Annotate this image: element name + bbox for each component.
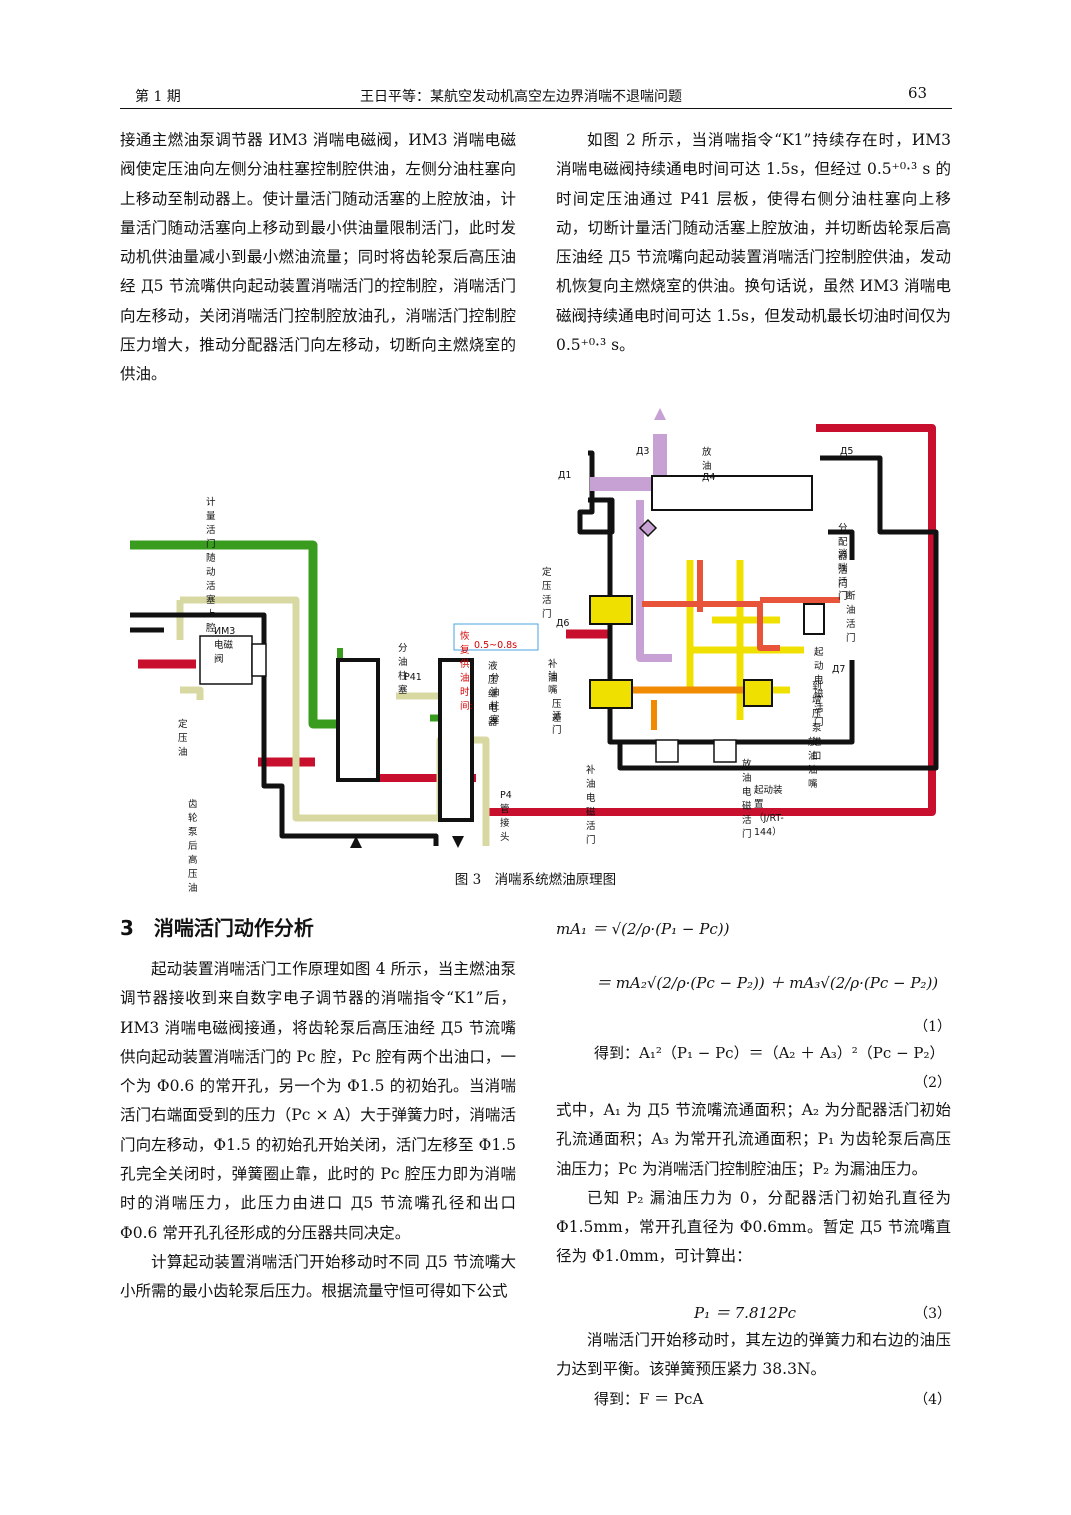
purple-line — [590, 434, 667, 491]
label-im3: ИМ3电磁阀 — [214, 626, 236, 665]
label-const-oil: 定压油 — [178, 719, 188, 758]
label-p41: P41 — [404, 672, 422, 683]
equation-1b: ＝ mA₂√(2/ρ·(Pc − P₂)) ＋ mA₃√(2/ρ·(Pc − P… — [596, 974, 939, 992]
label-p4: P4管接头 — [500, 790, 512, 843]
figure-caption: 图 3 消喘系统燃油原理图 — [454, 872, 617, 888]
equation-4: 得到：F ＝ PcA — [594, 1390, 704, 1408]
right-top-paragraph: 如图 2 所示，当消喘指令“K1”持续存在时，ИМ3 消喘电磁阀持续通电时间可达… — [556, 131, 951, 355]
right-column-end: 消喘活门开始移动时，其左边的弹簧力和右边的油压力达到平衡。该弹簧预压紧力 38.… — [556, 1326, 951, 1385]
left-bottom-paragraph-1: 起动装置消喘活门工作原理如图 4 所示，当主燃油泵调节器接收到来自数字电子调节器… — [120, 960, 516, 1242]
equation-3-number: （3） — [914, 1306, 951, 1322]
label-recover-value: 0.5~0.8s — [474, 640, 518, 651]
starter-housing — [577, 450, 939, 771]
label-recover-title: 恢复供油时间: — [460, 631, 473, 712]
label-hydraulic-relay-1: 液压继电器 — [488, 661, 498, 728]
label-d5: Д5 — [840, 446, 854, 457]
label-hydraulic-relay-2: 分油柱塞 — [490, 673, 500, 726]
right-paragraph-3: 消喘活门开始移动时，其左边的弹簧力和右边的油压力达到平衡。该弹簧预压紧力 38.… — [556, 1331, 951, 1379]
label-drain-d4: 放油Д4 — [702, 447, 716, 483]
label-cutoff-valve: 断油活门 — [846, 591, 856, 644]
left-column-top: 接通主燃油泵调节器 ИМ3 消喘电磁阀，ИМ3 消喘电磁阀使定压油向左侧分油柱塞… — [120, 126, 516, 390]
label-surge-valve: 消喘活门 — [838, 549, 848, 602]
label-d6: Д6 — [556, 618, 570, 629]
header-running-title: 王日平等：某航空发动机高空左边界消喘不退喘问题 — [360, 89, 682, 105]
label-supply-solenoid: 补油电磁活门 — [586, 765, 596, 846]
label-metering-upper: 计量活门随动活塞上腔 — [206, 497, 216, 634]
header-page-number: 63 — [908, 84, 928, 102]
section-title: 3 消喘活门动作分析 — [120, 916, 314, 940]
left-column-bottom: 起动装置消喘活门工作原理如图 4 所示，当主燃油泵调节器接收到来自数字电子调节器… — [120, 955, 516, 1307]
equation-1a: mA₁ ＝ √(2/ρ·(P₁ − Pc)) — [556, 920, 730, 938]
label-supply-nozzle-2: 油嘴 — [548, 671, 558, 696]
label-diff-valve-1: 压差 — [552, 699, 562, 724]
equation-2-number: （2） — [914, 1075, 951, 1091]
equation-4-number: （4） — [914, 1392, 951, 1408]
green-metering-line — [130, 540, 375, 729]
label-to-boost-pump: 到增压泵进口 — [812, 681, 822, 762]
label-gear-pump: 齿轮泵后高压油 — [188, 799, 198, 894]
equation-3: P₁ ＝ 7.812Pc — [694, 1304, 797, 1322]
label-diff-valve-2: 活门 — [552, 711, 562, 736]
right-paragraph-2: 已知 P₂ 漏油压力为 0，分配器活门初始孔直径为 Φ1.5mm，常开孔直径为 … — [556, 1188, 951, 1266]
label-starter: 起动装置（J/RT-144） — [754, 785, 784, 838]
label-drain-nozzle: 放油油嘴 — [808, 737, 818, 790]
label-distributor: 分配器活门 — [838, 523, 848, 590]
header-journal-issue: 第 1 期 — [135, 89, 181, 105]
label-d3: Д3 — [636, 446, 650, 457]
label-split-plunger: 分油柱塞 — [398, 643, 408, 696]
right-column-top: 如图 2 所示，当消喘指令“K1”持续存在时，ИМ3 消喘电磁阀持续通电时间可达… — [556, 126, 951, 360]
label-const-press-valve: 定压活门 — [542, 567, 552, 620]
equation-2: 得到：A₁²（P₁ − Pc）＝（A₂ ＋ A₃）²（Pc − P₂） — [594, 1044, 945, 1062]
label-start-elec-valve: 起动电磁活门 — [814, 647, 824, 728]
right-column-bottom: 式中，A₁ 为 Д5 节流嘴流通面积；A₂ 为分配器活门初始孔流通面积；A₃ 为… — [556, 1096, 951, 1272]
split-plunger-housing — [336, 658, 380, 782]
left-bottom-paragraph-2: 计算起动装置消喘活门开始移动时不同 Д5 节流嘴大小所需的最小齿轮泵后压力。根据… — [120, 1252, 516, 1301]
distributor-valve — [651, 475, 813, 511]
red-high-pressure-line — [486, 424, 936, 816]
label-d1: Д1 — [558, 470, 572, 481]
left-top-paragraph: 接通主燃油泵调节器 ИМ3 消喘电磁阀，ИМ3 消喘电磁阀使定压油向左侧分油柱塞… — [120, 131, 516, 384]
right-paragraph-1: 式中，A₁ 为 Д5 节流嘴流通面积；A₂ 为分配器活门初始孔流通面积；A₃ 为… — [556, 1101, 951, 1178]
header-rule — [120, 108, 952, 109]
equation-1-number: （1） — [914, 1019, 951, 1035]
label-d7: Д7 — [832, 664, 846, 675]
yellow-line — [686, 560, 804, 720]
label-supply-nozzle-1: 补油 — [548, 659, 558, 684]
label-drain-solenoid: 放油电磁活门 — [742, 759, 752, 840]
